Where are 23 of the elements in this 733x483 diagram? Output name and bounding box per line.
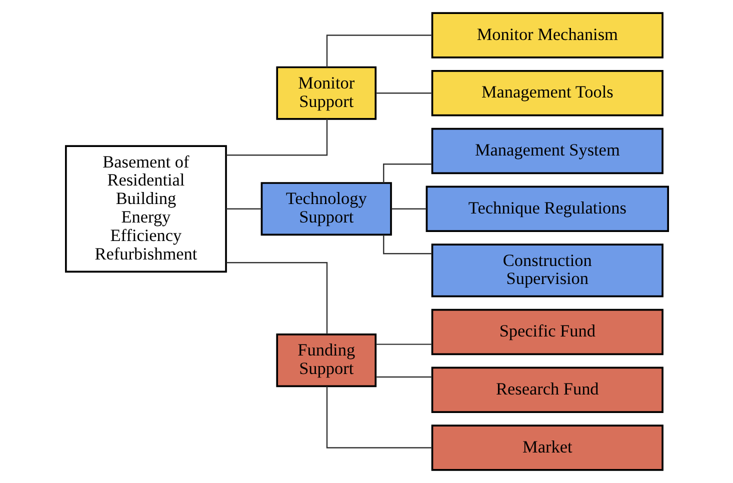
node-box: Market [430,424,663,471]
connector [382,164,432,183]
connector [375,344,432,345]
node-box: Management System [430,128,663,174]
connector [391,208,426,210]
node-box: Construction Supervision [430,244,663,298]
node-box: Monitor Support [276,66,376,120]
node-box: Technique Regulations [425,186,668,232]
connector [226,119,328,156]
node-box: Management Tools [430,70,663,116]
node-box: Funding Support [276,334,376,388]
connector [382,234,432,254]
connector [326,34,432,68]
node-box: Technology Support [260,182,392,236]
connector [226,262,328,334]
node-box: Research Fund [430,366,663,413]
connector [375,92,432,94]
connector [375,376,432,378]
connector [226,208,262,210]
connector [326,386,432,448]
node-box: Monitor Mechanism [430,12,663,58]
node-box: Specific Fund [430,308,663,356]
node-box: Basement of Residential Building Energy Efficiency Refurbishment [64,145,226,273]
